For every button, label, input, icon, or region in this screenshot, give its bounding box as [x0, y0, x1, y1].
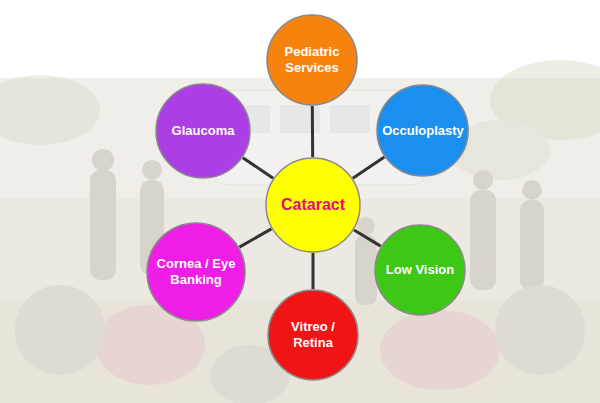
- spoke-line: [353, 157, 385, 178]
- spoke-line: [311, 106, 314, 157]
- circle-shape: [156, 84, 250, 178]
- spoke-label: Cornea / Eye Banking: [156, 256, 236, 287]
- spoke-label: Glaucoma: [158, 123, 248, 139]
- hub-circle: Cataract: [265, 157, 361, 253]
- circle-shape: [377, 85, 468, 176]
- spoke-label: Occuloplasty: [378, 123, 468, 139]
- circle-shape: [147, 223, 245, 321]
- spoke-line: [239, 229, 271, 247]
- spoke-line: [312, 253, 315, 289]
- spoke-circle: Vitreo / Retina: [267, 289, 359, 381]
- circle-shape: [267, 15, 357, 105]
- hub-label: Cataract: [268, 195, 358, 214]
- circle-shape: [266, 158, 360, 252]
- spoke-circle: Pediatric Services: [266, 14, 358, 106]
- spoke-label: Pediatric Services: [277, 44, 347, 75]
- spoke-circle: Occuloplasty: [376, 84, 469, 177]
- circle-shape: [375, 225, 465, 315]
- spoke-label: Vitreo / Retina: [282, 319, 344, 350]
- spoke-circle: Low Vision: [374, 224, 466, 316]
- spoke-circle: Cornea / Eye Banking: [146, 222, 246, 322]
- circle-shape: [268, 290, 358, 380]
- spoke-circle: Glaucoma: [155, 83, 251, 179]
- spoke-line: [243, 158, 273, 178]
- spoke-line: [354, 230, 381, 246]
- spoke-label: Low Vision: [375, 262, 465, 278]
